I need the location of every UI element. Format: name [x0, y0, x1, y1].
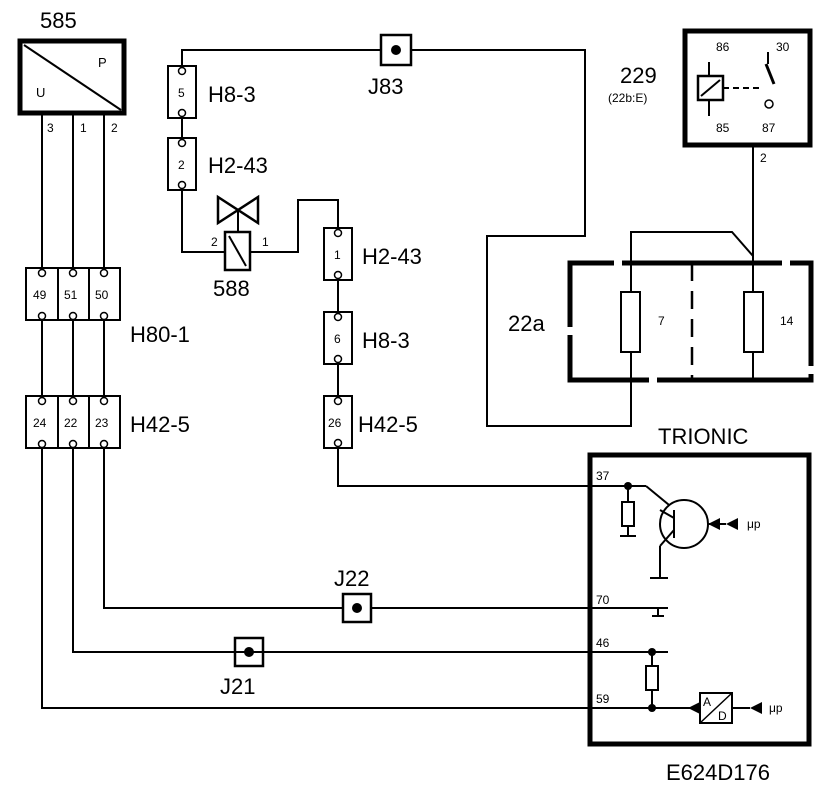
h42-5-pin-24: 24: [33, 416, 47, 430]
trionic-up-label-2: μp: [769, 701, 783, 715]
junction-j22-label: J22: [334, 566, 369, 591]
component-585-pin-3: 3: [47, 121, 54, 135]
trionic-ecu: TRIONIC 37 70 46 59 μp: [587, 424, 812, 747]
relay-229-out-pin: 2: [760, 151, 767, 165]
relay-229-pin-87: 87: [762, 121, 776, 135]
h42-5-right-pin: 26: [328, 416, 342, 430]
trionic-pin-70: 70: [596, 593, 610, 607]
h8-3-right-label: H8-3: [362, 328, 410, 353]
fuse-box-22a: 7 14 22a: [508, 260, 814, 383]
h42-5-right-label: H42-5: [358, 412, 418, 437]
relay-229-sub: (22b:E): [608, 91, 647, 105]
h2-43-left-label: H2-43: [208, 153, 268, 178]
h8-3-top-pin: 5: [178, 86, 185, 100]
h2-43-left-pin: 2: [178, 158, 185, 172]
relay-229: 229 (22b:E) 86 30 85 87 2: [608, 28, 813, 165]
relay-229-pin-86: 86: [716, 40, 730, 54]
h2-43-right-label: H2-43: [362, 244, 422, 269]
solenoid-valve-588: 2 1 588: [211, 194, 269, 301]
h80-1-pin-49: 49: [33, 288, 47, 302]
valve-588-pin-1: 1: [262, 235, 269, 249]
valve-588-pin-2: 2: [211, 235, 218, 249]
relay-229-pin-30: 30: [776, 40, 790, 54]
fuse-7-label: 7: [658, 314, 665, 328]
connector-h2-43-right: 1 H2-43: [323, 227, 422, 281]
component-585: 585 U P 3 1 2: [17, 8, 127, 135]
h80-1-pin-51: 51: [64, 288, 78, 302]
connector-h42-5-right: 26 H42-5: [323, 395, 418, 449]
trionic-pin-59: 59: [596, 692, 610, 706]
connector-h8-3-right: 6 H8-3: [323, 311, 410, 365]
component-585-id: 585: [40, 8, 77, 33]
trionic-title: TRIONIC: [658, 424, 749, 449]
junction-j83: J83: [368, 33, 413, 99]
connector-h2-43-left: 2 H2-43: [167, 137, 268, 191]
h2-43-right-pin: 1: [334, 248, 341, 262]
h42-5-pin-23: 23: [95, 416, 109, 430]
component-585-pin-2: 2: [111, 121, 118, 135]
fuse-14-label: 14: [780, 314, 794, 328]
trionic-pin-46: 46: [596, 636, 610, 650]
h80-1-pin-50: 50: [95, 288, 109, 302]
h42-5-pin-22: 22: [64, 416, 78, 430]
trionic-ad-d: D: [718, 709, 727, 723]
trionic-ad-a: A: [703, 695, 711, 709]
h80-1-label: H80-1: [130, 322, 190, 347]
junction-j21-label: J21: [220, 674, 255, 699]
relay-229-id: 229: [620, 63, 657, 88]
component-585-pin-p: P: [98, 55, 107, 70]
h8-3-top-label: H8-3: [208, 82, 256, 107]
valve-588-id: 588: [213, 276, 250, 301]
connector-h42-5-left: 24 22 23 H42-5: [25, 395, 190, 449]
fuse-box-22a-id: 22a: [508, 311, 545, 336]
diagram-code: E624D176: [666, 760, 770, 785]
component-585-pin-1: 1: [80, 121, 87, 135]
junction-j83-label: J83: [368, 74, 403, 99]
h42-5-left-label: H42-5: [130, 412, 190, 437]
connector-h8-3-top: 5 H8-3: [167, 65, 256, 119]
component-585-pin-u: U: [36, 85, 45, 100]
trionic-pin-37: 37: [596, 469, 610, 483]
h8-3-right-pin: 6: [334, 332, 341, 346]
trionic-up-label-1: μp: [747, 517, 761, 531]
relay-229-pin-85: 85: [716, 121, 730, 135]
wires: [41, 49, 754, 709]
junction-j22: J22: [334, 566, 373, 624]
connector-h80-1: 49 51 50 H80-1: [25, 267, 190, 347]
junction-j21: J21: [220, 636, 275, 699]
